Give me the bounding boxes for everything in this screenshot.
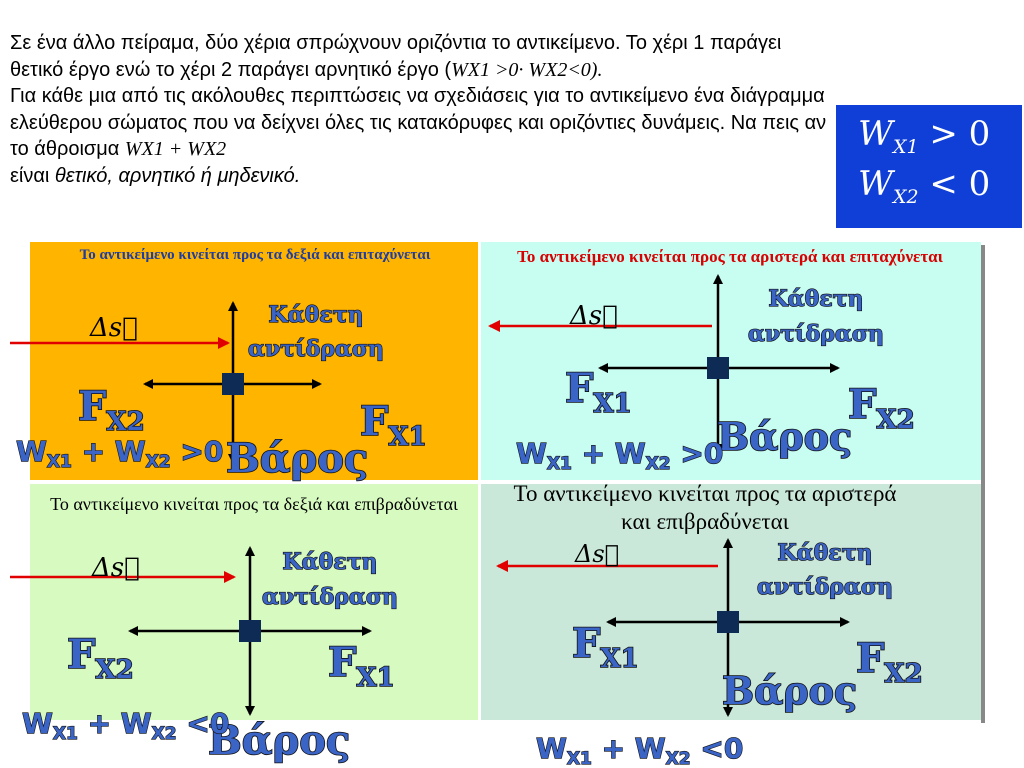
intro-math-1: WX1 >0· WX2<0).	[451, 58, 603, 81]
problem-statement: Σε ένα άλλο πείραμα, δύο χέρια σπρώχνουν…	[10, 30, 840, 189]
force-x1-label: FX1	[572, 620, 639, 674]
work-sum-label: WX1 + WX2 <0	[536, 732, 743, 768]
object-square	[239, 620, 261, 642]
weight-label: Βάρος	[722, 668, 857, 713]
object-square	[222, 373, 244, 395]
intro-text-1: Σε ένα άλλο πείραμα, δύο χέρια σπρώχνουν…	[10, 32, 782, 81]
displacement-label: Δs⃗	[574, 540, 619, 568]
force-x2-label: FX2	[78, 383, 145, 437]
normal-label-line1: Κάθετη	[778, 540, 873, 566]
normal-label-line1: Κάθετη	[269, 302, 364, 328]
weight-label: Βάρος	[717, 414, 852, 459]
callout-line-2: WX2 < 0	[858, 164, 991, 208]
intro-text-2: Για κάθε μια από τις ακόλουθες περιπτώσε…	[10, 85, 827, 160]
work-sign-callout: WX1 > 0 WX2 < 0	[836, 105, 1022, 228]
normal-label-line2: αντίδραση	[748, 321, 884, 347]
normal-label-line2: αντίδραση	[757, 574, 893, 600]
displacement-label: Δs⃗	[91, 553, 140, 583]
diagram-panel-3: Δs⃗ Κάθετη αντίδραση FX2 FX1 Βάρος WX1 +…	[10, 546, 399, 765]
intro-math-2: WX1 + WX2	[124, 138, 227, 160]
work-sum-label: WX1 + WX2 >0	[16, 435, 223, 472]
weight-label: Βάρος	[208, 717, 350, 764]
work-sum-label: WX1 + WX2 <0	[22, 707, 229, 744]
force-x2-label: FX2	[848, 381, 915, 435]
diagram-panel-4: Δs⃗ Κάθετη αντίδραση FX1 FX2 Βάρος WX1 +…	[496, 538, 923, 768]
force-x1-label: FX1	[328, 639, 395, 693]
normal-label-line1: Κάθετη	[283, 549, 378, 575]
displacement-label: Δs⃗	[89, 313, 138, 343]
force-x2-label: FX2	[856, 635, 923, 689]
intro-text-3: είναι	[10, 164, 55, 187]
callout-line-1: WX1 > 0	[858, 114, 991, 158]
work-sum-label: WX1 + WX2 >0	[516, 437, 723, 474]
force-x1-label: FX1	[565, 365, 632, 419]
force-x2-label: FX2	[67, 631, 134, 685]
normal-label-line2: αντίδραση	[248, 336, 384, 362]
intro-italic: θετικό, αρνητικό ή μηδενικό.	[54, 164, 301, 187]
object-square	[707, 357, 729, 379]
weight-label: Βάρος	[226, 435, 368, 482]
diagram-panel-1: Δs⃗ Κάθετη αντίδραση FX2 FX1 Βάρος WX1 +…	[10, 301, 427, 483]
normal-label-line2: αντίδραση	[262, 584, 398, 610]
caption-panel-4: Το αντικείμενο κινείται προς τα αριστερά…	[513, 481, 897, 534]
caption-panel-1: Το αντικείμενο κινείται προς τα δεξιά κα…	[79, 247, 431, 263]
force-x1-label: FX1	[360, 398, 427, 452]
caption-panel-2: Το αντικείμενο κινείται προς τα αριστερά…	[517, 247, 943, 266]
panel-shadow	[981, 245, 985, 723]
caption-panel-3: Το αντικείμενο κινείται προς τα δεξιά κα…	[50, 494, 458, 514]
diagram-panel-2: Δs⃗ Κάθετη αντίδραση FX1 FX2 Βάρος WX1 +…	[488, 274, 915, 475]
panel-right-decelerating	[30, 484, 478, 720]
object-square	[717, 611, 739, 633]
displacement-label: Δs⃗	[569, 301, 618, 331]
panel-left-decelerating	[481, 484, 981, 720]
panel-right-accelerating	[30, 242, 478, 480]
normal-label-line1: Κάθετη	[769, 286, 864, 312]
panel-left-accelerating	[481, 242, 981, 480]
